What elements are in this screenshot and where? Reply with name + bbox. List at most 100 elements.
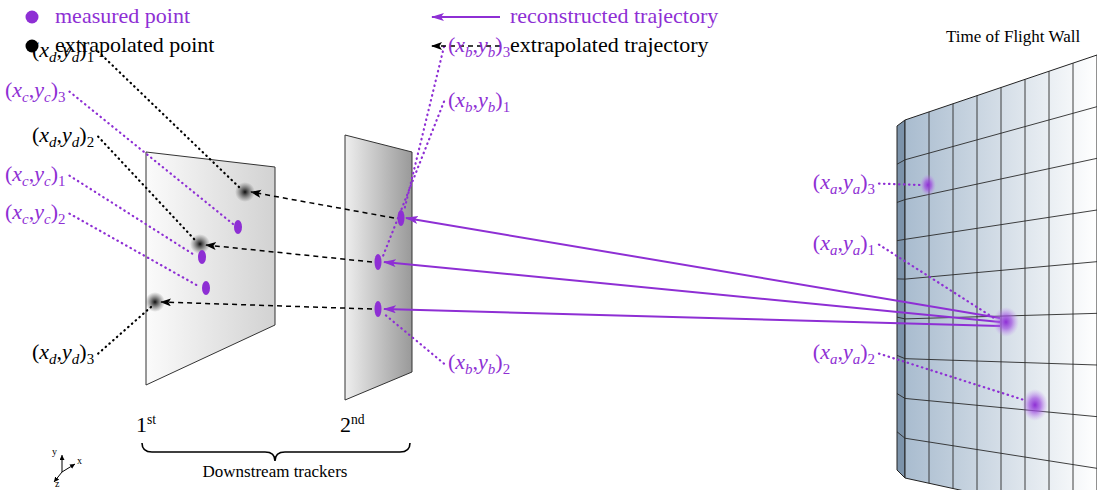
leader-line	[879, 354, 1024, 400]
wall-hit	[993, 307, 1019, 337]
leader-line	[98, 307, 151, 354]
text-part: c	[44, 211, 51, 227]
text-part: (	[5, 199, 12, 224]
reconstructed-trajectory	[384, 309, 1000, 326]
text-part: )	[51, 77, 58, 102]
text-part: 3	[868, 181, 875, 197]
text-part: y	[843, 169, 853, 194]
axis-label: z	[55, 478, 59, 489]
wall-hits	[920, 174, 1048, 421]
text-part: Time of Flight Wall	[946, 27, 1080, 46]
wall-grid-line	[897, 394, 905, 399]
measured-point	[375, 254, 382, 270]
text-part: a	[830, 242, 837, 258]
text-part: 3	[58, 89, 65, 105]
text-part: (	[448, 87, 455, 112]
wall-grid-line	[897, 200, 905, 203]
wall-grid-line	[897, 160, 905, 164]
wall-face	[905, 55, 1097, 490]
text-part: y	[478, 32, 488, 57]
extrapolated-point	[145, 292, 165, 312]
text-part: 2	[340, 412, 351, 437]
text-part: 3	[503, 44, 510, 60]
text-part: b	[488, 44, 495, 60]
text-part: x	[39, 37, 49, 62]
point-label: (xb,yb)2	[448, 350, 510, 377]
point-label: (xa,ya)2	[813, 340, 875, 367]
text-part: st	[147, 412, 156, 427]
axis-label: y	[52, 446, 57, 457]
wall-grid-line	[905, 398, 1097, 416]
point-label: (xa,ya)3	[813, 170, 875, 197]
measured-points	[198, 210, 405, 317]
text-part: x	[12, 77, 22, 102]
wall-grid-line	[1001, 88, 1002, 490]
text-part: y	[478, 349, 488, 374]
wall-grid-line	[953, 104, 954, 489]
text-part: 1	[58, 173, 65, 189]
wall-grid-line	[905, 438, 1097, 468]
point-label: (xb,yb)1	[448, 88, 510, 115]
node-heading: Time of Flight Wall	[946, 28, 1080, 47]
text-part: c	[22, 211, 29, 227]
wall-grid-line	[897, 432, 905, 438]
wall-grid-line	[897, 278, 905, 279]
leader-line	[98, 52, 240, 188]
wall-hit	[1022, 389, 1048, 421]
wall-side	[897, 120, 905, 478]
text-part: ,	[837, 230, 843, 255]
text-part: ,	[473, 32, 479, 57]
text-part: c	[22, 173, 29, 189]
axes-icon	[54, 455, 75, 482]
extrapolated-points	[145, 182, 255, 312]
text-part: c	[22, 89, 29, 105]
node-heading: 2nd	[340, 412, 365, 437]
text-part: ,	[837, 169, 843, 194]
axis-arrow	[62, 464, 75, 472]
wall-grid-line	[905, 107, 1097, 160]
axis-label: x	[77, 455, 82, 466]
text-part: )	[51, 161, 58, 186]
text-part: (	[32, 339, 39, 364]
text-part: a	[830, 181, 837, 197]
leader-lines	[69, 47, 1024, 400]
point-label: (xb,yb)3	[448, 33, 510, 60]
text-part: 2	[868, 351, 875, 367]
text-part: b	[465, 44, 472, 60]
text-part: x	[455, 32, 465, 57]
text-part: x	[820, 339, 830, 364]
wall-grid-line	[905, 158, 1097, 199]
text-part: x	[39, 122, 49, 147]
leader-line	[879, 245, 994, 318]
text-part: b	[465, 99, 472, 115]
text-part: 2	[58, 211, 65, 227]
text-part: ,	[57, 339, 63, 364]
legend-solid-arrow	[432, 16, 500, 18]
text-part: x	[820, 169, 830, 194]
text-part: x	[12, 161, 22, 186]
point-label: (xc,yc)3	[5, 78, 65, 105]
wall-hit	[920, 174, 936, 196]
text-part: 1	[868, 242, 875, 258]
text-part: 1	[503, 99, 510, 115]
text-part: Downstream trackers	[203, 462, 348, 481]
text-part: a	[853, 351, 860, 367]
legend-swatch	[26, 11, 39, 24]
text-part: a	[830, 351, 837, 367]
text-part: z	[55, 478, 59, 489]
legend-text: measured point	[55, 4, 190, 28]
text-part: measured point	[55, 3, 190, 28]
wall-grid-line	[905, 359, 1097, 365]
text-part: (	[5, 77, 12, 102]
text-part: y	[843, 339, 853, 364]
text-part: (	[448, 32, 455, 57]
wall-grid-line	[1073, 63, 1074, 490]
text-part: c	[44, 89, 51, 105]
text-part: extrapolated trajectory	[510, 32, 709, 57]
text-part: x	[77, 455, 82, 466]
text-part: )	[79, 339, 86, 364]
leader-line	[69, 214, 200, 287]
text-part: y	[52, 446, 57, 457]
text-part: c	[44, 173, 51, 189]
wall-grid-line	[1049, 71, 1050, 490]
